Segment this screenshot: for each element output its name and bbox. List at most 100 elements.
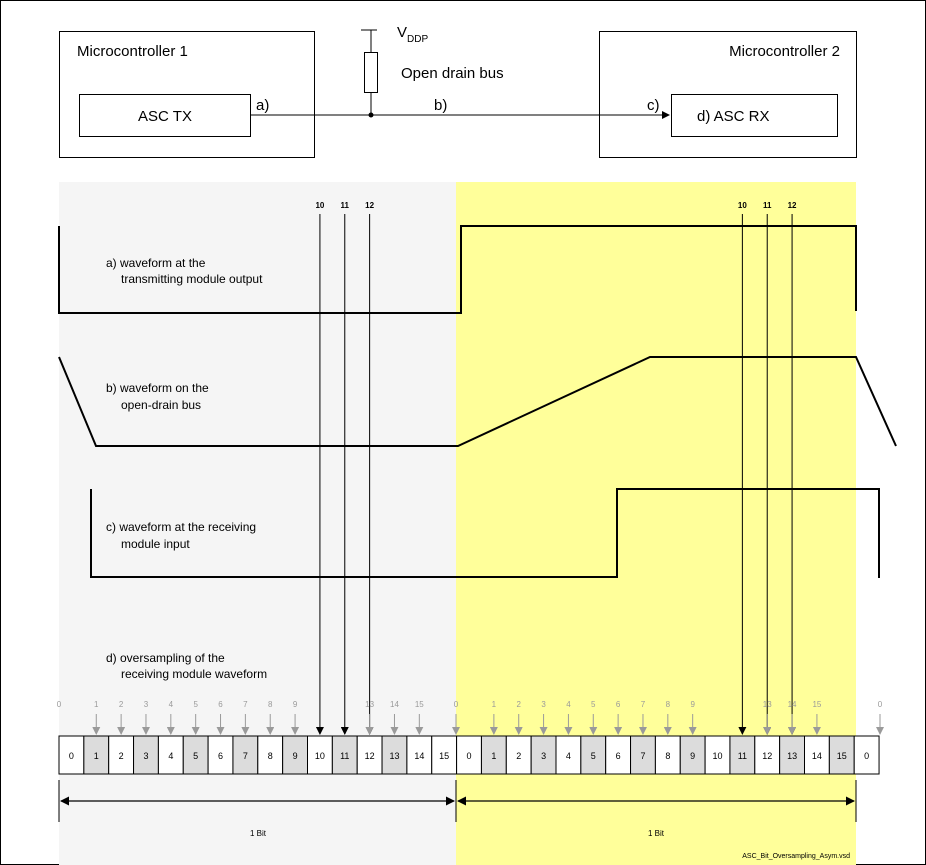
sample-cell (630, 735, 656, 775)
sample-cell-label: 6 (218, 751, 223, 761)
sample-tick-label: 3 (144, 700, 149, 709)
sample-tick-label: 5 (193, 700, 198, 709)
waveform-b (58, 356, 897, 447)
sample-cell (307, 735, 333, 775)
bit-label-2: 1 Bit (648, 829, 665, 838)
sample-cell (555, 735, 582, 775)
sample-tick-label: 4 (566, 700, 571, 709)
sample-cell-label: 1 (491, 751, 496, 761)
sample-cell-label: 8 (665, 751, 670, 761)
sample-cell-label: 10 (315, 751, 325, 761)
sample-tick-label: 1 (492, 700, 497, 709)
sample-cell-label: 9 (293, 751, 298, 761)
sample-cell-label: 7 (243, 751, 248, 761)
sample-cell (108, 735, 135, 775)
sample-marker-label: 12 (365, 201, 374, 210)
waveform-labels: a) waveform at the transmitting module o… (106, 256, 267, 681)
sample-cell-label: 3 (143, 751, 148, 761)
sample-tick-label: 8 (268, 700, 273, 709)
sample-cell-label: 1 (94, 751, 99, 761)
sample-cell (83, 735, 110, 775)
sample-cell-label: 3 (541, 751, 546, 761)
sample-cell-label: 5 (193, 751, 198, 761)
sample-tick-label: 2 (516, 700, 521, 709)
waveform-b-label-2: open-drain bus (121, 398, 201, 412)
sample-cell (356, 735, 383, 775)
waveform-d-label-2: receiving module waveform (121, 667, 267, 681)
sample-cell (257, 735, 284, 775)
sample-cell-label: 14 (414, 751, 424, 761)
sample-cell-label: 12 (365, 751, 375, 761)
sample-cell (505, 735, 532, 775)
sample-tick-label: 14 (788, 700, 797, 709)
sample-cell-label: 9 (690, 751, 695, 761)
sample-tick-label: 6 (616, 700, 621, 709)
sample-tick-label: 7 (641, 700, 646, 709)
sample-tick-label: 3 (541, 700, 546, 709)
asc-rx-box (671, 94, 838, 137)
sample-cell (605, 735, 632, 775)
sample-tick-label: 15 (812, 700, 821, 709)
sample-cell (729, 735, 756, 775)
pullup-resistor (364, 52, 378, 93)
sample-tick-label: 0 (57, 700, 62, 709)
sample-cell-label: 10 (713, 751, 723, 761)
sample-cell-label: 0 (69, 751, 74, 761)
sample-marker-label: 10 (738, 201, 747, 210)
waveform-d-label-1: d) oversampling of the (106, 651, 225, 665)
asc-rx-label: d) ASC RX (697, 108, 770, 125)
sample-tick-label: 4 (169, 700, 174, 709)
sample-cell (282, 735, 308, 775)
sample-tick-label: 0 (878, 700, 883, 709)
sample-cell-label: 13 (787, 751, 797, 761)
bit-label-1: 1 Bit (250, 829, 267, 838)
microcontroller-1-label: Microcontroller 1 (77, 43, 188, 60)
sample-tick-label: 7 (243, 700, 248, 709)
sample-cell (406, 735, 433, 775)
point-a-label: a) (256, 97, 269, 114)
sample-tick-label: 15 (415, 700, 424, 709)
sample-cell-label: 2 (119, 751, 124, 761)
sample-cell (654, 735, 681, 775)
point-b-label: b) (434, 97, 447, 114)
waveform-a (58, 225, 857, 314)
sample-tick-label: 14 (390, 700, 399, 709)
sample-cell (754, 735, 781, 775)
open-drain-bus-label: Open drain bus (401, 65, 504, 82)
block-diagram: Microcontroller 1 ASC TX Microcontroller… (59, 24, 857, 158)
vddp-label: VDDP (397, 24, 428, 45)
asc-tx-label: ASC TX (138, 108, 192, 125)
sample-cell-label: 4 (566, 751, 571, 761)
filename-label: ASC_Bit_Oversampling_Asym.vsd (742, 853, 850, 860)
sample-cell-label: 6 (616, 751, 621, 761)
waveform-b-label-1: b) waveform on the (106, 381, 209, 395)
sample-tick-label: 5 (591, 700, 596, 709)
sample-tick-label: 13 (763, 700, 772, 709)
sample-cell-label: 13 (389, 751, 399, 761)
sample-tick-label: 13 (365, 700, 374, 709)
sample-cell-label: 14 (812, 751, 822, 761)
sample-tick-label: 9 (690, 700, 695, 709)
sample-marker-label: 11 (341, 201, 350, 210)
sample-cell (828, 735, 855, 775)
sample-cell-label: 11 (738, 751, 747, 761)
vddp-subscript: DDP (407, 34, 428, 45)
sample-marker-label: 12 (788, 201, 797, 210)
microcontroller-2-label: Microcontroller 2 (729, 43, 840, 60)
sample-cell-label: 11 (340, 751, 349, 761)
sample-cell (456, 735, 482, 775)
sample-marker-label: 11 (763, 201, 772, 210)
asc-tx-box (79, 94, 251, 137)
sample-marker-label: 10 (315, 201, 324, 210)
sample-cell-label: 0 (864, 751, 869, 761)
sample-cell (133, 735, 159, 775)
sample-cell-label: 5 (591, 751, 596, 761)
sample-cell (804, 735, 830, 775)
sample-cell-label: 4 (168, 751, 173, 761)
sample-cell (182, 735, 209, 775)
waveform-c-label-1: c) waveform at the receiving (106, 520, 256, 534)
waveform-c (90, 488, 880, 578)
